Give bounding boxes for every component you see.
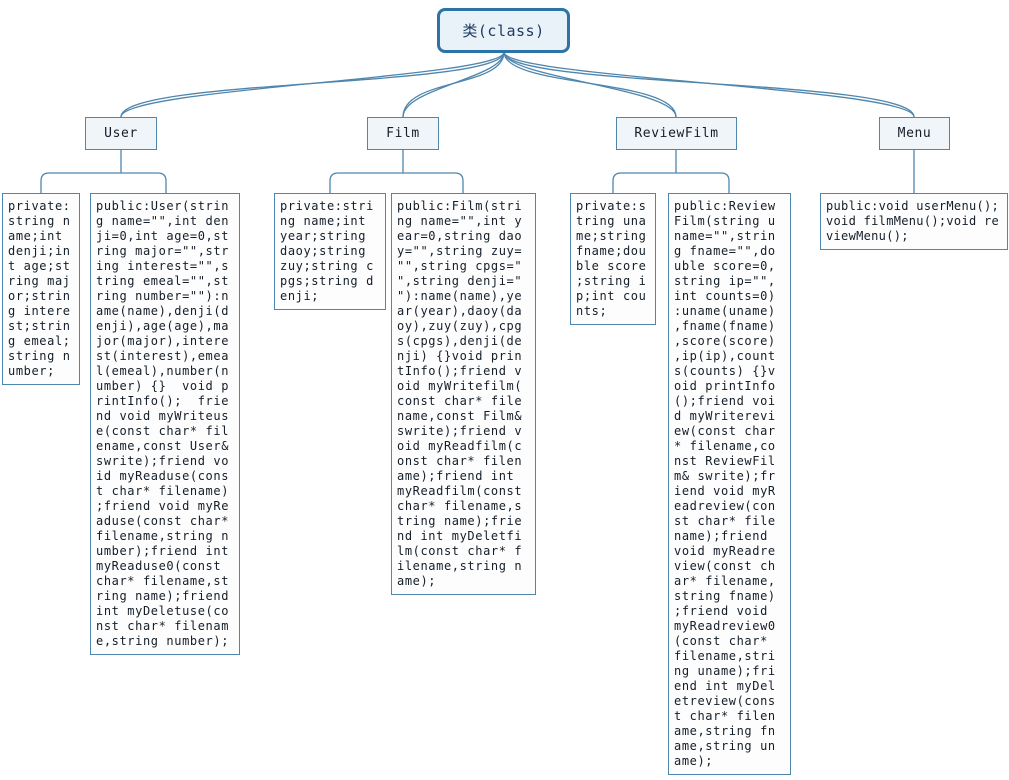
class-name-label: ReviewFilm (634, 126, 719, 141)
root-class-label: 类(class) (462, 22, 545, 40)
class-node-film: Film (367, 117, 439, 150)
reviewfilm-private-members-node: private:s tring una me;string fname;dou … (570, 193, 656, 325)
class-node-user: User (85, 117, 157, 150)
film-public-members-node: public:Film(stri ng name="",int y ear=0,… (391, 193, 536, 595)
film-private-members-node: private:stri ng name;int year;string dao… (274, 193, 386, 310)
menu-public-members-node: public:void userMenu(); void filmMenu();… (820, 193, 1008, 250)
class-name-label: Film (386, 126, 420, 141)
user-private-members-node: private: string n ame;int denji;in t age… (2, 193, 80, 385)
user-public-members-node: public:User(strin g name="",int den ji=0… (90, 193, 240, 655)
class-name-label: User (104, 126, 138, 141)
class-node-menu: Menu (879, 117, 950, 150)
root-class-node: 类(class) (437, 8, 570, 53)
class-node-reviewfilm: ReviewFilm (616, 117, 737, 150)
class-name-label: Menu (897, 126, 932, 141)
reviewfilm-public-members-node: public:Review Film(string u name="",stri… (668, 193, 791, 775)
